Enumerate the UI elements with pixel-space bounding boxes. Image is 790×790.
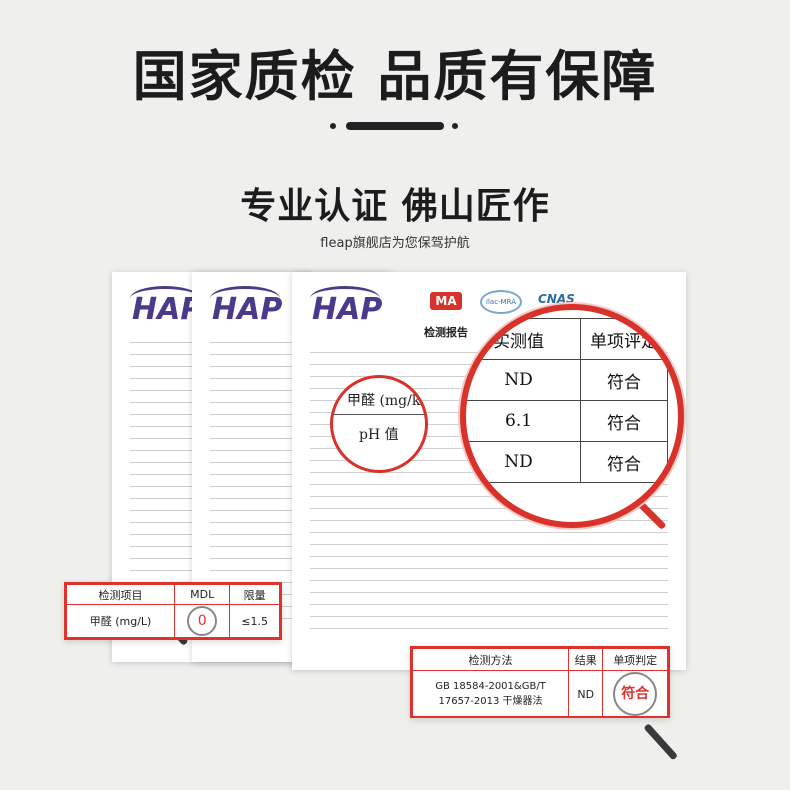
- verdict-value: 符合: [580, 441, 668, 483]
- cma-seal-icon: MA: [430, 292, 462, 310]
- measured-value: 6.1: [466, 400, 582, 442]
- hap-logo: HAP: [212, 292, 283, 327]
- magnified-table: 实测值 单项评定 ND 符合 6.1 符合 ND 符合: [466, 318, 668, 483]
- verdict-cell: 符合: [602, 670, 668, 718]
- report-title: 检测报告: [424, 326, 468, 339]
- mdl-cell: 0: [174, 604, 231, 638]
- header-limit: 限量: [229, 584, 280, 605]
- headline: 国家质检 品质有保障: [132, 45, 658, 108]
- tagline: fleap旗舰店为您保驾护航: [320, 236, 470, 251]
- ilac-mra-icon: ilac-MRA: [480, 290, 522, 314]
- verdict-value: 符合: [613, 672, 658, 716]
- header-item: 检测项目: [65, 584, 176, 605]
- formaldehyde-callout: 检测项目 MDL 限量 甲醛 (mg/L) 0 ≤1.5: [64, 582, 282, 640]
- header-method: 检测方法: [411, 648, 570, 671]
- large-magnifier: 实测值 单项评定 ND 符合 6.1 符合 ND 符合: [460, 304, 684, 528]
- header-mdl: MDL: [174, 584, 231, 605]
- hap-logo: HAP: [312, 292, 383, 327]
- method-line-2: 17657-2013 干燥器法: [438, 696, 543, 707]
- verdict-value: 符合: [580, 400, 668, 442]
- small-magnifier: 甲醛 (mg/k pH 值: [330, 375, 428, 473]
- method-line-1: GB 18584-2001&GB/T: [435, 681, 546, 692]
- verdict-value: 符合: [580, 359, 668, 401]
- method-callout: 检测方法 结果 单项判定 GB 18584-2001&GB/T 17657-20…: [410, 646, 670, 718]
- measured-value: ND: [466, 359, 582, 401]
- cnas-logo-icon: CNAS: [538, 292, 575, 306]
- subheadline: 专业认证 佛山匠作: [240, 186, 550, 227]
- hap-logo: HAP: [132, 292, 203, 327]
- limit-value: ≤1.5: [229, 604, 280, 638]
- measured-value: ND: [466, 441, 582, 483]
- formaldehyde-label: 甲醛 (mg/k: [347, 393, 421, 409]
- header-result: 结果: [568, 648, 604, 671]
- divider-icon: [330, 122, 460, 130]
- header-verdict: 单项评定: [580, 318, 668, 360]
- header-measured: 实测值: [466, 318, 582, 360]
- header-verdict: 单项判定: [602, 648, 668, 671]
- result-value: ND: [568, 670, 604, 718]
- method-cell: GB 18584-2001&GB/T 17657-2013 干燥器法: [411, 670, 570, 718]
- item-name: 甲醛 (mg/L): [65, 604, 176, 638]
- mdl-value: 0: [187, 606, 218, 636]
- magnifier-handle-icon: [643, 723, 679, 761]
- ph-label: pH 值: [359, 427, 399, 443]
